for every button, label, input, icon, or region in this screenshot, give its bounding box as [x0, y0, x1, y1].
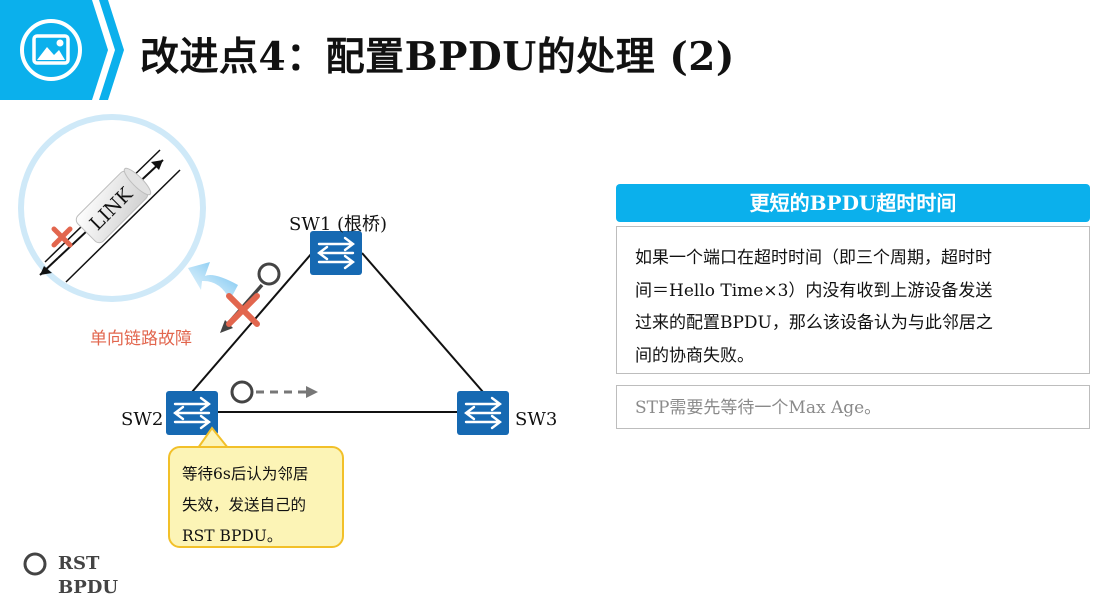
- callout-line: 失效，发送自己的: [182, 496, 307, 514]
- legend-label: RST BPDU: [58, 552, 118, 600]
- blocked-bpdu-icon: [257, 262, 281, 286]
- switch-label-sw1: SW1 (根桥): [289, 214, 388, 235]
- switch-label-sw3: SW3: [515, 409, 558, 430]
- panel-body-line: 过来的配置BPDU，那么该设备认为与此邻居之: [635, 313, 993, 333]
- title-banner: [0, 0, 124, 100]
- fault-label: 单向链路故障: [90, 329, 192, 349]
- zoom-pointer-arrow: [188, 262, 238, 300]
- switch-arrows-icon: [317, 236, 355, 270]
- callout-line: RST BPDU。: [182, 527, 283, 545]
- link-sw1-sw3: [361, 252, 484, 393]
- rst-bpdu-icon: [230, 380, 254, 404]
- switch-arrows-icon: [173, 396, 211, 430]
- panel-note: STP需要先等待一个Max Age。: [616, 385, 1090, 429]
- link-fault-cross-icon: [226, 293, 260, 327]
- switch-sw2[interactable]: [166, 391, 218, 435]
- zoom-fault-cross-icon: [51, 226, 73, 248]
- panel-body: 如果一个端口在超时时间（即三个周期，超时时 间＝Hello Time×3）内没有…: [616, 226, 1090, 374]
- switch-arrows-icon: [464, 396, 502, 430]
- link-zoom-circle: LINK: [18, 114, 206, 302]
- callout-line: 等待6s后认为邻居: [182, 465, 309, 483]
- panel-body-line: 间的协商失败。: [635, 345, 754, 366]
- switch-label-sw2: SW2: [121, 409, 164, 430]
- page-title: 改进点4：配置BPDU的处理 (2): [140, 34, 735, 80]
- switch-sw1[interactable]: [310, 231, 362, 275]
- network-diagram: LINK: [18, 114, 509, 576]
- legend-bpdu-icon: [23, 552, 47, 576]
- callout-box: 等待6s后认为邻居 失效，发送自己的 RST BPDU。: [168, 446, 344, 548]
- panel-body-line: 如果一个端口在超时时间（即三个周期，超时时: [635, 248, 992, 268]
- panel-body-line: 间＝Hello Time×3）内没有收到上游设备发送: [635, 280, 993, 301]
- legend-label-line: BPDU: [58, 577, 119, 598]
- switch-sw3[interactable]: [457, 391, 509, 435]
- panel-header: 更短的BPDU超时时间: [616, 184, 1090, 222]
- legend-label-line: RST: [58, 553, 100, 574]
- image-icon: [20, 19, 82, 81]
